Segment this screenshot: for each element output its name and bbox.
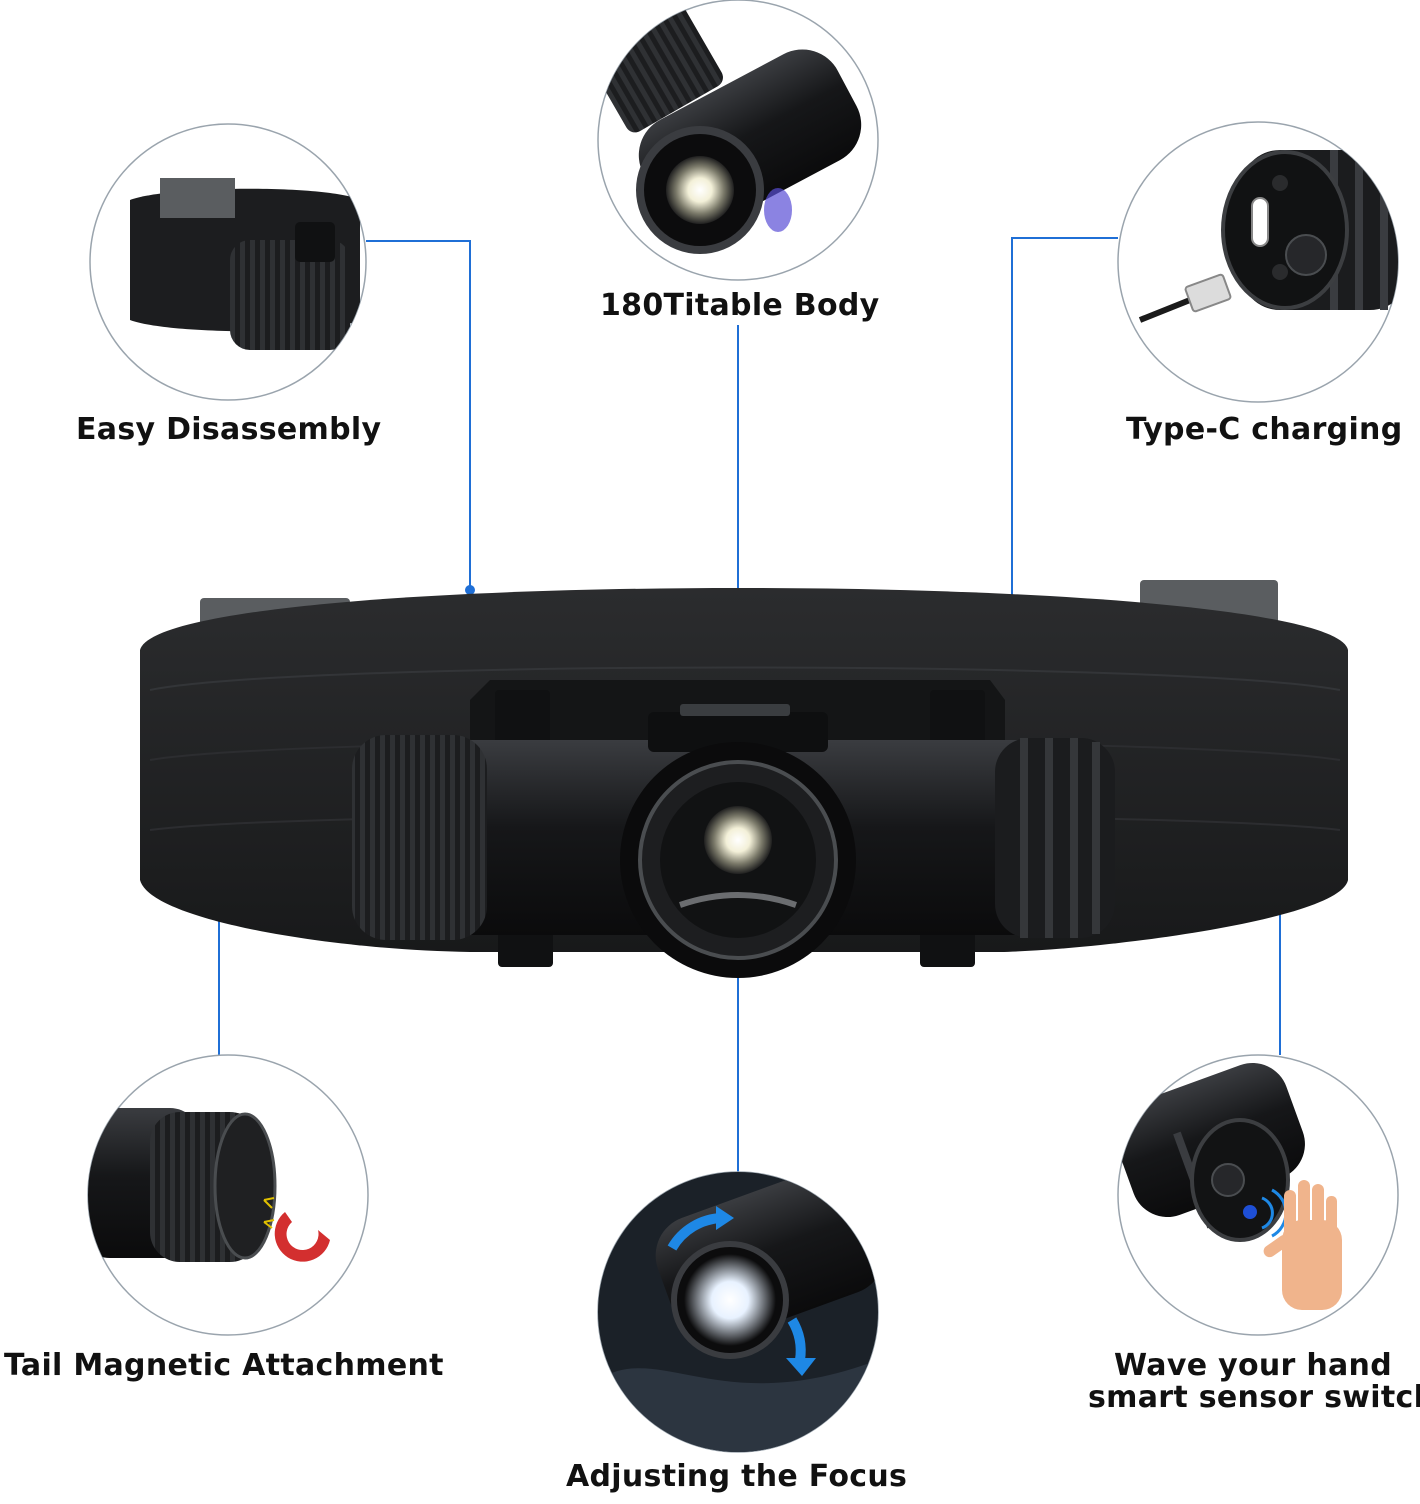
rotate-arrow-bottom-icon <box>787 1317 806 1361</box>
caption-easy-disassembly: Easy Disassembly <box>76 412 382 447</box>
detail-circle-titable-body <box>597 0 879 281</box>
caption-wave-line2: smart sensor switch <box>1088 1380 1420 1415</box>
caption-type-c-charging: Type-C charging <box>1126 412 1403 447</box>
led-emitter <box>704 806 772 874</box>
rotate-arrow-top-icon <box>667 1213 723 1251</box>
caption-adjusting-focus: Adjusting the Focus <box>566 1459 908 1494</box>
detail-circle-wave-sensor <box>1117 1054 1399 1336</box>
callout-easy-disassembly <box>366 240 471 590</box>
focus-beam <box>684 1254 776 1346</box>
callout-type-c <box>1011 237 1118 744</box>
detail-circle-type-c <box>1117 121 1399 403</box>
detail-circle-adjust-focus <box>597 1171 879 1453</box>
sensor-icon <box>1243 1205 1257 1219</box>
magnet-icon <box>274 1212 330 1262</box>
ribbed-head-cap <box>995 738 1115 938</box>
knurled-tail-cap <box>352 735 487 940</box>
main-headlamp <box>140 580 1348 978</box>
caption-wave-line1: Wave your hand <box>1113 1348 1392 1383</box>
detail-circle-tail-magnetic <box>87 1054 369 1336</box>
caption-wave-sensor: Wave your hand smart sensor switch <box>1088 1348 1420 1415</box>
hand-icon <box>1263 1180 1342 1310</box>
caption-tail-magnetic: Tail Magnetic Attachment <box>4 1348 444 1383</box>
detail-circle-easy-disassembly <box>89 123 367 401</box>
caption-titable-body: 180Titable Body <box>600 288 880 323</box>
